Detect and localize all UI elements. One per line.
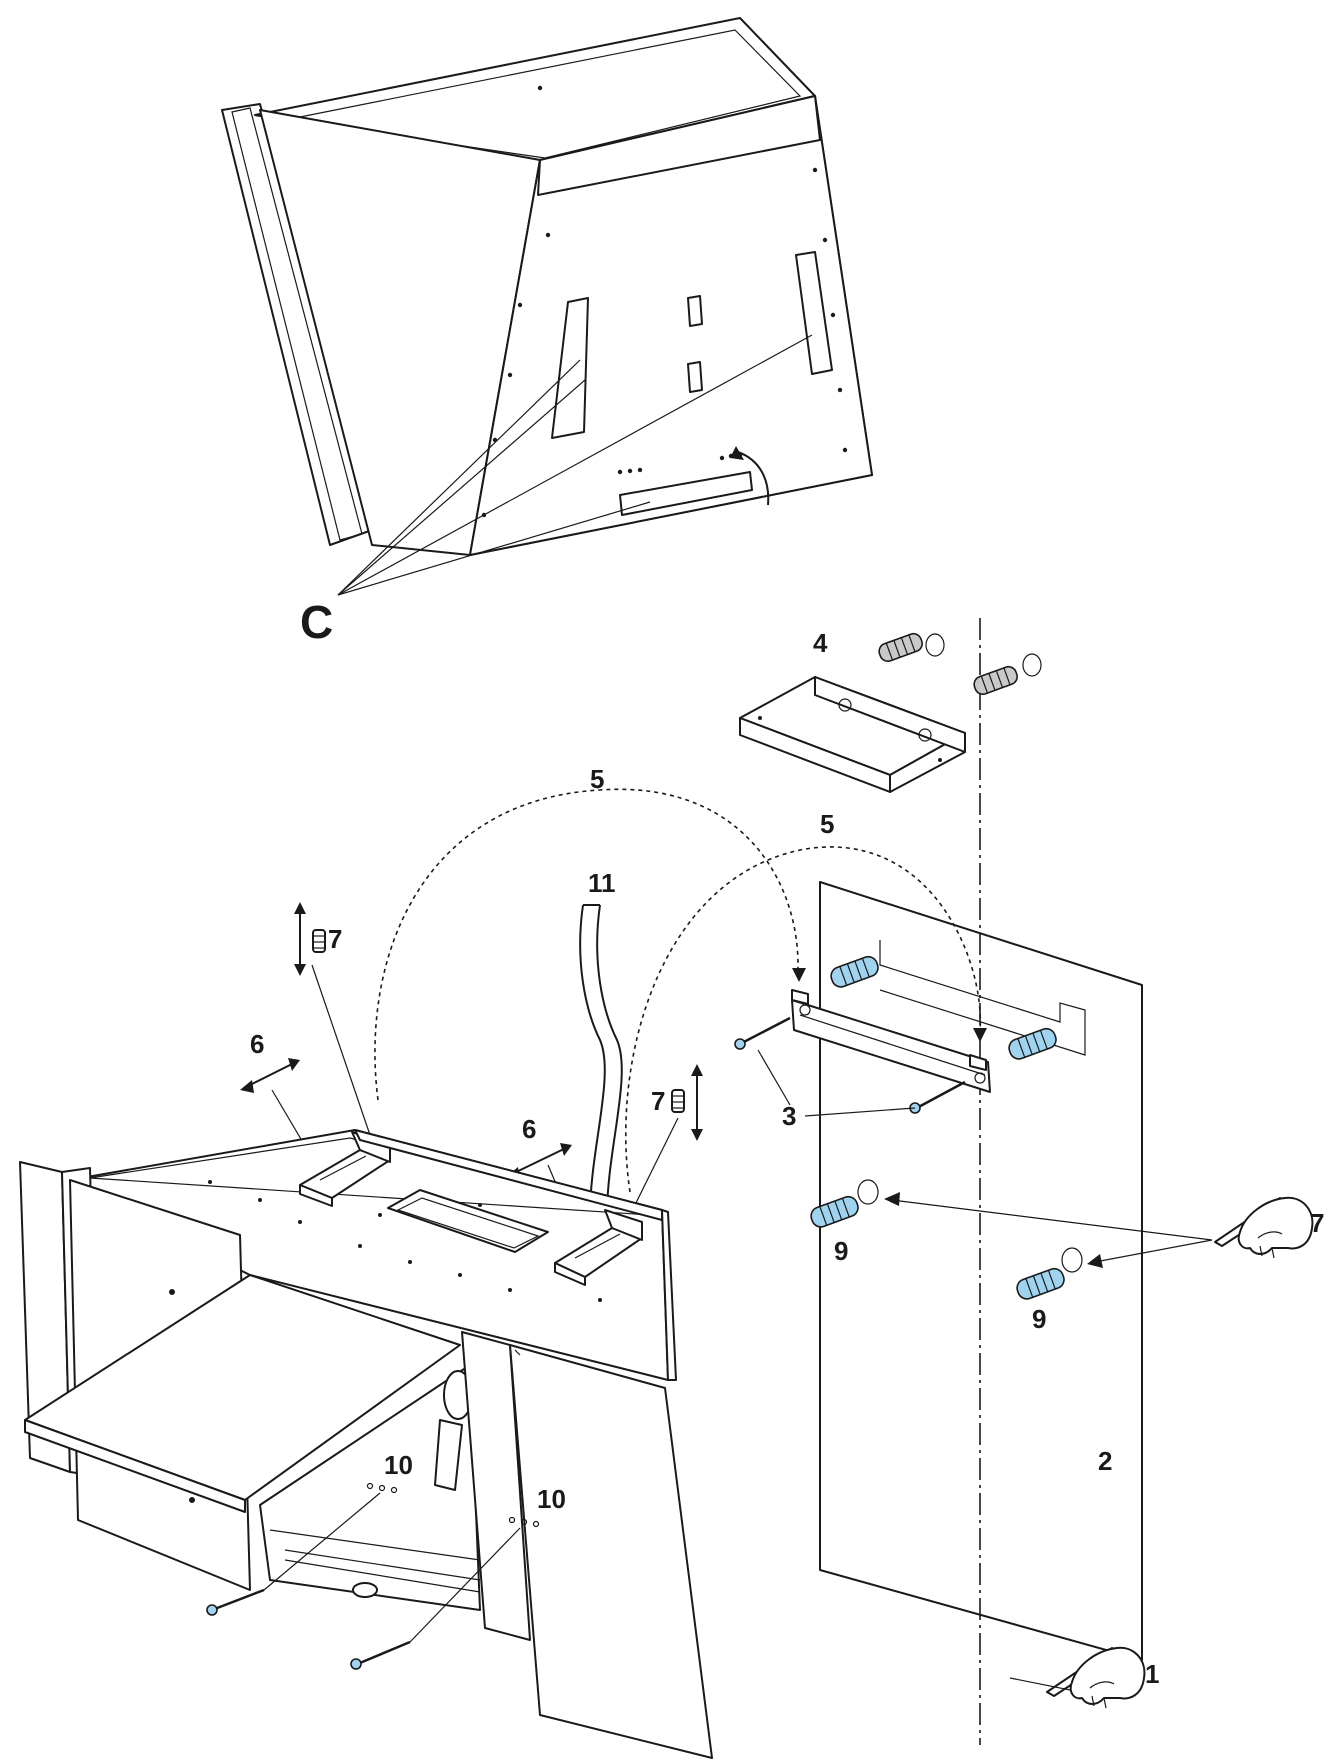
transfer-arrows-5 <box>374 788 987 1193</box>
hand-with-pencil-icon <box>1214 1196 1314 1259</box>
label-slide-left: 6 <box>250 1029 264 1059</box>
hood-body <box>19 1129 713 1759</box>
right-front-panel <box>461 1331 531 1641</box>
hand-with-pencil-icon <box>1046 1646 1146 1709</box>
blue-wall-plugs-upper <box>830 955 1057 1060</box>
strip-c-left <box>551 297 589 439</box>
label-c: C <box>300 596 333 648</box>
hood-rear-view <box>221 17 873 556</box>
bracket-screws-3 <box>734 1016 966 1117</box>
label-duct: 11 <box>588 868 616 898</box>
screw-icon <box>206 1492 381 1616</box>
label-screws: 3 <box>782 1101 796 1131</box>
label-pencil-lower: 1 <box>1145 1659 1159 1689</box>
label-hole-right: 10 <box>537 1484 566 1514</box>
wall-panel <box>819 881 1143 1661</box>
lower-bracket <box>791 989 991 1093</box>
duct-11 <box>579 904 623 1216</box>
label-arrow-right: 5 <box>820 809 834 839</box>
label-pencil-upper: 7 <box>1310 1208 1324 1238</box>
spacer-stack-icon <box>671 1089 685 1113</box>
label-wall: 2 <box>1098 1446 1112 1476</box>
slide-bracket-right <box>554 1209 643 1286</box>
double-arrow-icon <box>294 902 306 976</box>
right-door <box>509 1344 713 1759</box>
label-spacer-right: 7 <box>651 1086 665 1116</box>
grey-wall-plugs <box>878 632 1042 696</box>
strip-c-right <box>795 251 833 375</box>
double-arrow-icon <box>240 1058 300 1093</box>
marking-arrows <box>884 1192 1213 1268</box>
label-slide-right: 6 <box>522 1114 536 1144</box>
label-upper-bracket: 4 <box>813 628 828 658</box>
blue-wall-plugs-9 <box>810 1179 1083 1300</box>
c-leaders <box>337 334 813 596</box>
strip-c-bottom <box>619 471 753 516</box>
label-plug-left: 9 <box>834 1236 848 1266</box>
label-spacer-left: 7 <box>328 924 342 954</box>
spacer-stack-icon <box>312 929 326 953</box>
double-arrow-icon <box>691 1064 703 1141</box>
label-arrow-left: 5 <box>590 764 604 794</box>
label-hole-left: 10 <box>384 1450 413 1480</box>
upper-bracket-4 <box>739 676 966 793</box>
screw-icon <box>350 1527 521 1670</box>
label-plug-right: 9 <box>1032 1304 1046 1334</box>
